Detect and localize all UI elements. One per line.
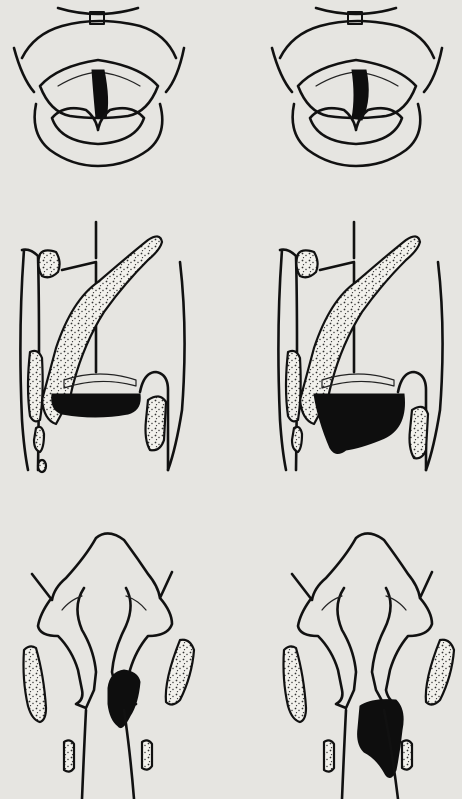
figure-canvas — [0, 0, 462, 799]
anatomy-figure — [0, 0, 462, 799]
